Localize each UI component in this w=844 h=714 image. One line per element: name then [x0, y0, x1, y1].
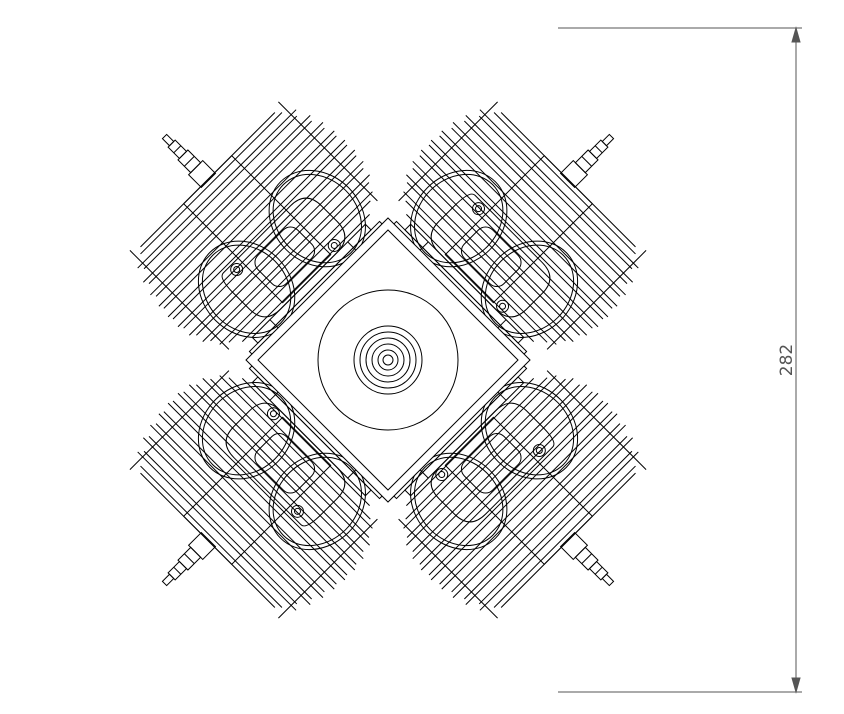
crank-hub [317, 289, 459, 431]
dimension-label: 282 [777, 344, 797, 376]
crankcase [245, 217, 531, 503]
height-dimension [558, 26, 802, 694]
